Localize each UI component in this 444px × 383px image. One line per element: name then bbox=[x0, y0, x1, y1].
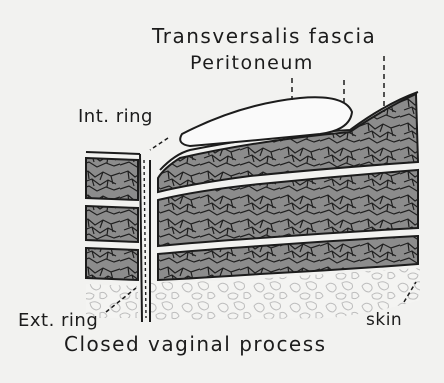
left-lower-muscle-block bbox=[86, 248, 138, 280]
int-ring-label: Int. ring bbox=[78, 106, 153, 127]
ext-ring-label: Ext. ring bbox=[18, 310, 98, 331]
left-muscle-layers bbox=[86, 158, 138, 280]
int-ring-leader bbox=[150, 138, 168, 150]
peritoneum-label: Peritoneum bbox=[190, 52, 314, 74]
left-upper-muscle-block bbox=[86, 158, 138, 200]
transversalis-fascia-label: Transversalis fascia bbox=[152, 24, 376, 48]
closed-vaginal-process-label: Closed vaginal process bbox=[64, 332, 327, 356]
left-fascia-line bbox=[86, 152, 140, 154]
skin-label: skin bbox=[366, 310, 402, 330]
closed-vaginal-process-line bbox=[144, 160, 146, 318]
left-middle-muscle-block bbox=[86, 206, 138, 242]
